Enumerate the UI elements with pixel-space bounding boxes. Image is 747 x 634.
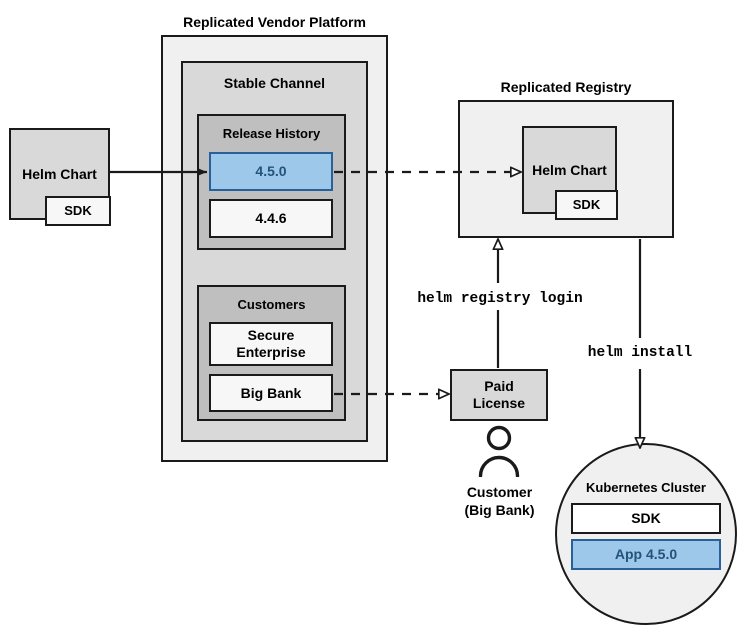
stable-channel-label: Stable Channel [223, 75, 326, 91]
customers-label: Customers [237, 297, 306, 312]
helm-install-label: helm install [587, 345, 693, 361]
release-history-label: Release History [222, 126, 321, 141]
customer-secure-enterprise[interactable]: Secure Enterprise [209, 322, 333, 366]
customer-person-label: Customer (Big Bank) [464, 484, 535, 518]
cluster-app-version[interactable]: App 4.5.0 [571, 539, 721, 570]
cluster-sdk[interactable]: SDK [571, 503, 721, 534]
paid-license[interactable]: Paid License [450, 369, 548, 421]
replicated-registry-title: Replicated Registry [500, 79, 632, 95]
helm-chart-source-sdk[interactable]: SDK [45, 196, 111, 226]
kubernetes-cluster: Kubernetes Cluster [555, 443, 737, 625]
release-version-4-5-0[interactable]: 4.5.0 [209, 152, 333, 191]
customer-big-bank[interactable]: Big Bank [209, 374, 333, 412]
helm-registry-login-label: helm registry login [417, 291, 583, 307]
person-icon [472, 425, 526, 478]
vendor-platform-title: Replicated Vendor Platform [183, 14, 366, 30]
release-version-4-4-6[interactable]: 4.4.6 [209, 199, 333, 238]
kubernetes-cluster-label: Kubernetes Cluster [586, 480, 706, 495]
helm-chart-registry-sdk[interactable]: SDK [555, 190, 618, 220]
